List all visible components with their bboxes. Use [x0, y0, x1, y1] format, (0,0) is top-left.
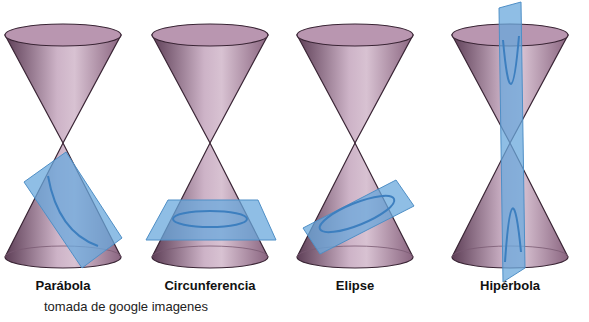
- conic-name: Circunferencia: [164, 278, 255, 293]
- ellipse-plane: [303, 180, 414, 254]
- source-caption: tomada de google imagenes: [44, 299, 208, 314]
- double-cone: [297, 24, 413, 268]
- conic-name: Parábola: [36, 278, 91, 293]
- hyperbola-plane: [499, 2, 525, 282]
- conic-name: Elipse: [336, 278, 374, 293]
- conic-name: Hipérbola: [480, 278, 540, 293]
- circle-plane: [146, 200, 276, 240]
- double-cone: [5, 24, 121, 268]
- parabola-plane: [24, 152, 122, 268]
